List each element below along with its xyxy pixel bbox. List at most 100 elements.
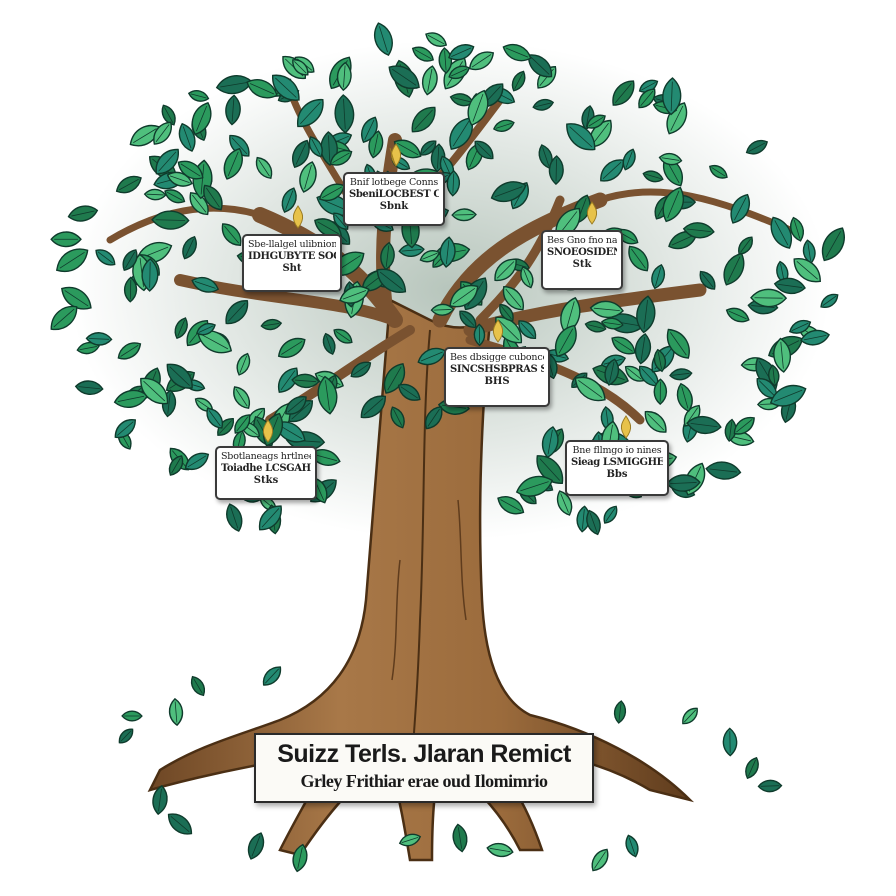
- leaf-vein: [198, 325, 214, 333]
- leaf-vein: [670, 105, 684, 131]
- leaf-vein: [457, 827, 463, 849]
- leaf-vein: [748, 142, 766, 152]
- flame-icon: [292, 205, 304, 229]
- family-member-card[interactable]: Bnif lotbege Conns SbeniLOCBEST CCHE Sbn…: [343, 172, 445, 226]
- leaf-vein: [251, 835, 261, 857]
- card-detail-line: SbeniLOCBEST CCHE: [349, 189, 439, 200]
- leaf-vein: [602, 161, 622, 179]
- leaf-vein: [197, 399, 212, 410]
- card-name-line: Sbe-llalgel ulibnione: [248, 239, 336, 250]
- leaf-vein: [774, 389, 803, 402]
- leaf-vein: [294, 379, 317, 383]
- card-detail-line: Sieag LSMIGGHE: [571, 457, 663, 468]
- family-member-card[interactable]: Bes dbsigge cubonces SINCSHSBPRAS SASE B…: [444, 347, 550, 407]
- leaf-vein: [420, 351, 443, 362]
- leaf-vein: [496, 261, 515, 279]
- leaf-vein: [427, 34, 445, 45]
- leaf-vein: [59, 251, 85, 269]
- leaf-vein: [670, 482, 697, 485]
- leaf-vein: [281, 340, 303, 355]
- leaf-vein: [133, 128, 157, 144]
- tree-trunk: [147, 298, 695, 862]
- leaf-vein: [501, 305, 512, 320]
- leaf-vein: [505, 47, 529, 58]
- leaf-vein: [760, 785, 780, 787]
- leaf-vein: [379, 271, 403, 290]
- leaf-vein: [194, 280, 216, 289]
- leaf-vein: [155, 219, 186, 221]
- leaf-vein: [822, 295, 837, 306]
- leaf-vein: [667, 190, 680, 219]
- leaf-vein: [592, 122, 609, 145]
- card-detail-line: IDHGUBYTE SOORKE: [248, 251, 336, 262]
- leaf-vein: [641, 368, 657, 385]
- leaf-vein: [335, 331, 351, 342]
- leaf-vein: [452, 97, 471, 103]
- card-date-line: Sht: [282, 263, 302, 274]
- leaf-vein: [53, 308, 75, 328]
- leaf-vein: [352, 363, 369, 376]
- leaf-vein: [205, 187, 220, 208]
- leaf-vein: [681, 386, 689, 409]
- leaf-vein: [125, 251, 136, 269]
- leaf-vein: [392, 68, 417, 86]
- leaf-vein: [169, 175, 190, 184]
- leaf-vein: [542, 147, 550, 166]
- leaf-vein: [701, 273, 714, 288]
- leaf-vein: [146, 193, 164, 196]
- leaf-vein: [494, 186, 523, 198]
- family-member-card[interactable]: Bne fllmgo io nines Sieag LSMIGGHE Bbs: [565, 440, 669, 496]
- leaf-vein: [227, 151, 239, 177]
- leaf-vein: [379, 26, 388, 53]
- card-date-line: Stks: [253, 475, 279, 486]
- leaf-vein: [647, 413, 665, 431]
- leaf-vein: [167, 392, 171, 414]
- card-detail-line: Toiadhe LCSGAHIT: [221, 463, 311, 474]
- leaf-vein: [170, 816, 190, 832]
- leaf-vein: [472, 93, 484, 122]
- leaf-vein: [736, 419, 753, 433]
- leaf-vein: [342, 290, 367, 300]
- leaf-vein: [171, 457, 181, 474]
- leaf-vein: [627, 367, 642, 380]
- leaf-vein: [593, 307, 620, 312]
- leaf-vein: [88, 338, 110, 340]
- leaf-vein: [228, 302, 246, 322]
- leaf-vein: [751, 305, 775, 308]
- card-name-line: Bne fllmgo io nines: [572, 445, 662, 456]
- leaf-vein: [208, 410, 221, 427]
- leaf-vein: [427, 408, 440, 427]
- leaf-vein: [224, 225, 239, 244]
- leaf-vein: [520, 322, 535, 337]
- card-detail-line: SINCSHSBPRAS SASE: [450, 364, 544, 375]
- leaf-vein: [569, 126, 593, 148]
- leaf-vein: [313, 453, 338, 462]
- leaf-vein: [192, 194, 207, 213]
- leaf-vein: [414, 49, 432, 60]
- family-member-card[interactable]: Sbotlaneags hrtlnee Toiadhe LCSGAHIT Stk…: [215, 446, 317, 500]
- family-member-card[interactable]: Sbe-llalgel ulibnione IDHGUBYTE SOORKE S…: [242, 234, 342, 292]
- leaf-vein: [615, 83, 632, 103]
- leaf-vein: [322, 186, 342, 199]
- leaf-vein: [445, 240, 450, 265]
- leaf-vein: [793, 219, 801, 239]
- card-name-line: Bes Gno fno nae: [547, 235, 617, 246]
- leaf-vein: [219, 420, 232, 434]
- leaf-vein: [177, 319, 185, 337]
- leaf-vein: [825, 231, 842, 258]
- leaf-vein: [500, 499, 522, 512]
- leaf-vein: [471, 54, 492, 68]
- card-name-line: Bnif lotbege Conns: [349, 177, 439, 188]
- leaf-vein: [774, 220, 789, 246]
- leaf-vein: [452, 120, 470, 147]
- leaf-vein: [180, 163, 201, 177]
- leaf-vein: [686, 228, 711, 233]
- leaf-vein: [495, 122, 513, 129]
- leaf-vein: [711, 167, 726, 177]
- leaf-vein: [560, 493, 569, 513]
- leaf-vein: [169, 366, 190, 386]
- leaf-vein: [709, 468, 738, 473]
- card-date-line: Bbs: [606, 469, 628, 480]
- leaf-vein: [740, 238, 751, 253]
- family-member-card[interactable]: Bes Gno fno nae SNOEOSIDENE Stk: [541, 230, 623, 290]
